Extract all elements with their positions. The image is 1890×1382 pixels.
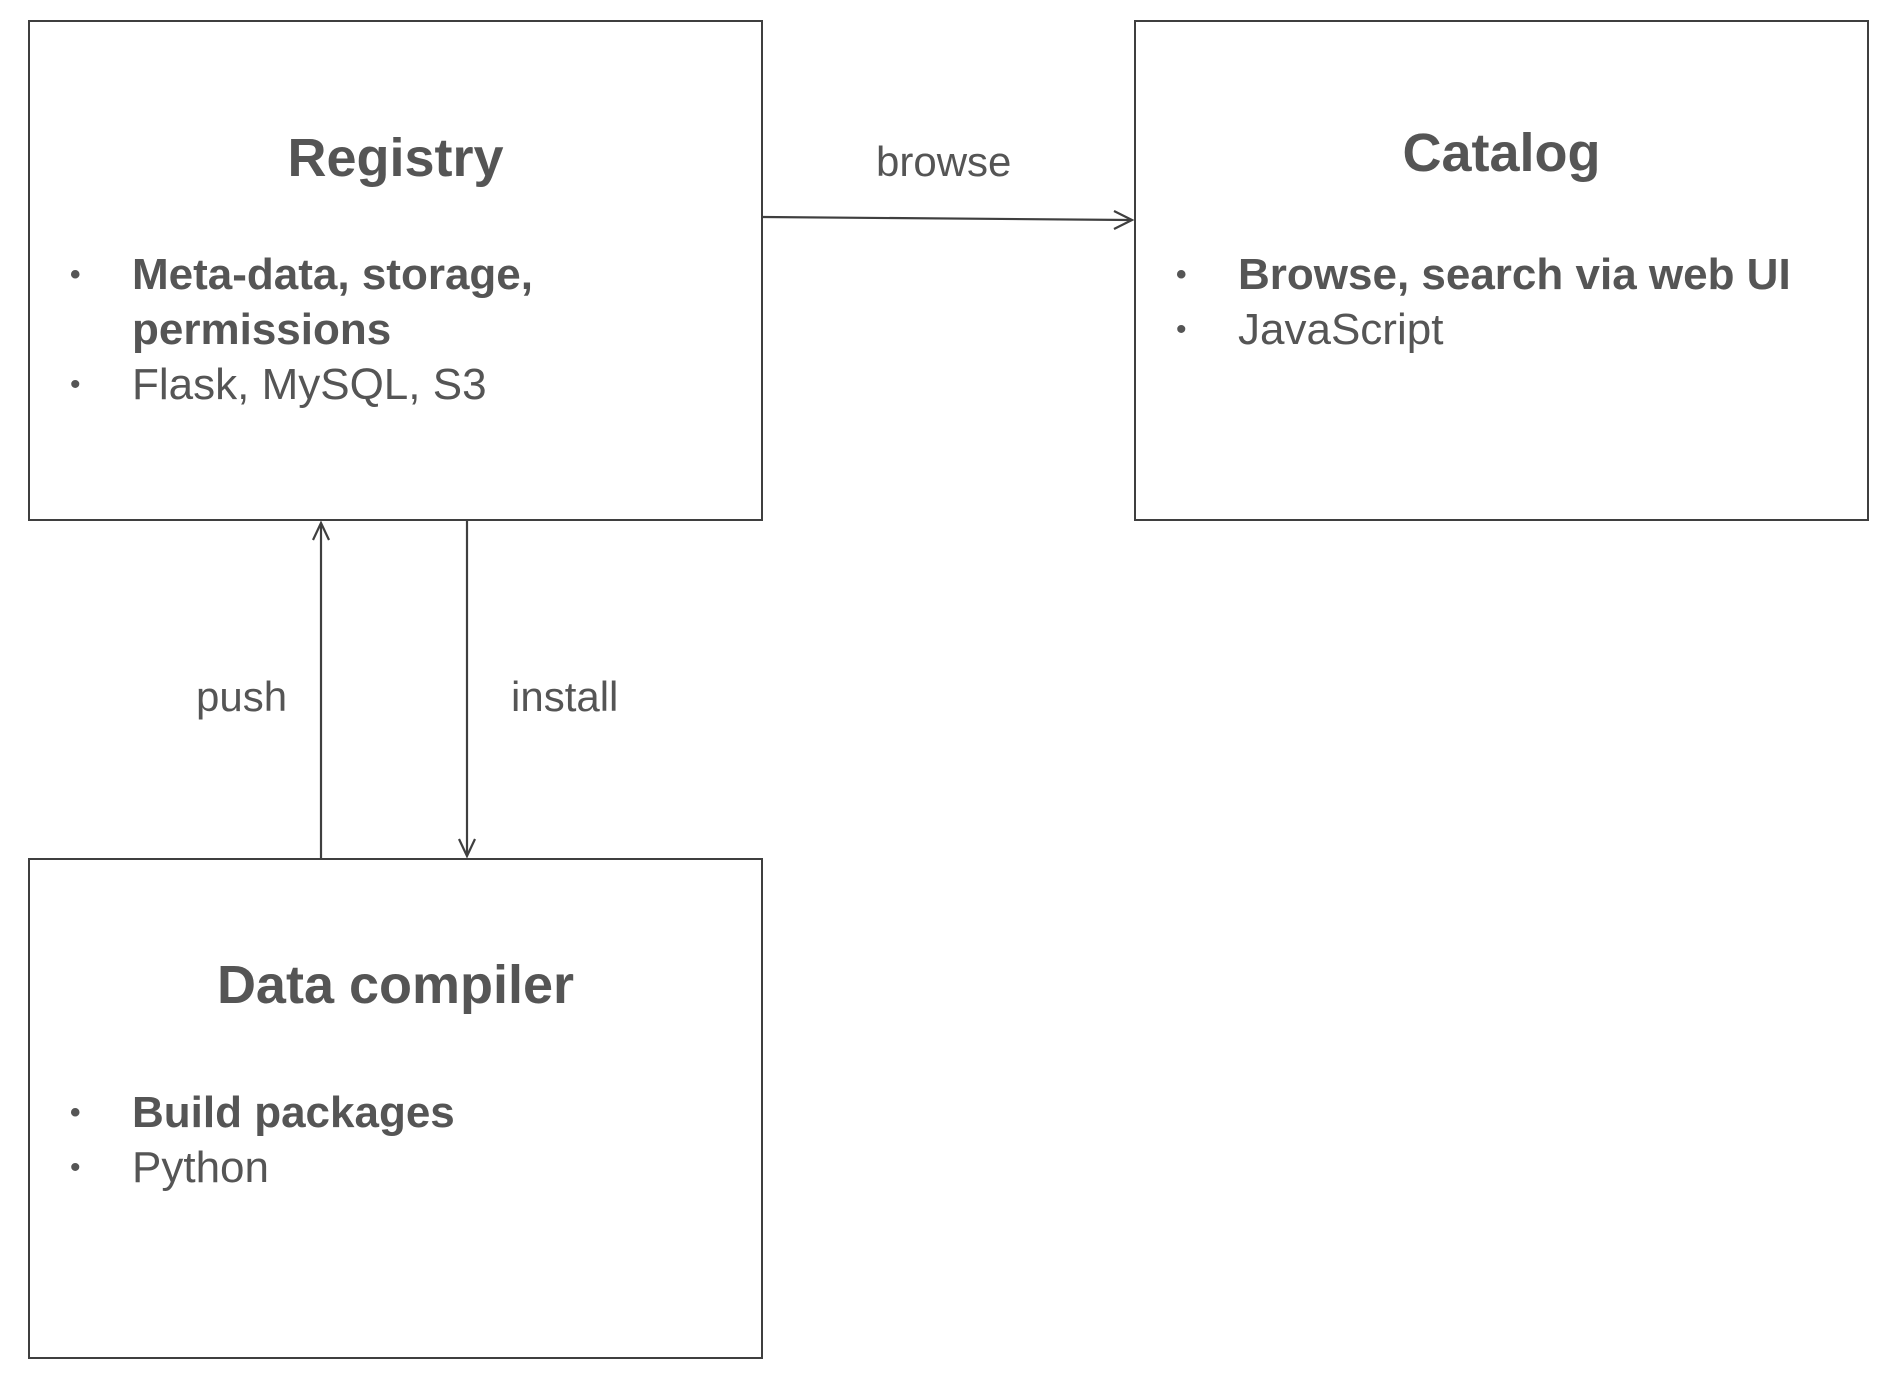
catalog-bullet-secondary: • JavaScript bbox=[1136, 302, 1867, 357]
push-arrow-head bbox=[312, 520, 330, 541]
data-compiler-node: Data compiler • Build packages • Python bbox=[28, 858, 763, 1359]
catalog-bullet-primary: • Browse, search via web UI bbox=[1136, 247, 1867, 302]
data-compiler-bullet-secondary-text: Python bbox=[132, 1143, 269, 1192]
browse-arrow-line bbox=[762, 215, 1131, 222]
push-edge-label: push bbox=[196, 673, 288, 720]
registry-bullet-secondary: • Flask, MySQL, S3 bbox=[30, 357, 761, 412]
bullet-dot-icon: • bbox=[70, 258, 81, 291]
bullet-dot-icon: • bbox=[70, 1096, 81, 1129]
data-compiler-bullet-primary: • Build packages bbox=[30, 1085, 761, 1140]
data-compiler-bullet-secondary: • Python bbox=[30, 1140, 761, 1195]
bullet-dot-icon: • bbox=[70, 1151, 81, 1184]
catalog-bullet-primary-text: Browse, search via web UI bbox=[1238, 250, 1791, 299]
registry-bullet-primary-text: Meta-data, storage, permissions bbox=[132, 250, 533, 354]
data-compiler-bullet-list: • Build packages • Python bbox=[30, 1085, 761, 1195]
bullet-dot-icon: • bbox=[1176, 313, 1187, 346]
catalog-bullet-list: • Browse, search via web UI • JavaScript bbox=[1136, 247, 1867, 357]
edge-install bbox=[458, 521, 476, 859]
edge-browse bbox=[762, 210, 1135, 230]
browse-arrow-head bbox=[1113, 210, 1135, 230]
registry-bullet-list: • Meta-data, storage, permissions • Flas… bbox=[30, 247, 761, 412]
registry-title: Registry bbox=[287, 128, 504, 188]
catalog-bullet-secondary-text: JavaScript bbox=[1238, 305, 1444, 354]
browse-edge-label: browse bbox=[876, 138, 1012, 185]
registry-bullet-secondary-text: Flask, MySQL, S3 bbox=[132, 360, 487, 409]
edge-push bbox=[312, 520, 330, 858]
registry-bullet-primary: • Meta-data, storage, permissions bbox=[30, 247, 761, 357]
bullet-dot-icon: • bbox=[70, 368, 81, 401]
catalog-node: Catalog • Browse, search via web UI • Ja… bbox=[1134, 20, 1869, 521]
catalog-title: Catalog bbox=[1402, 123, 1601, 183]
data-compiler-title: Data compiler bbox=[216, 955, 575, 1015]
registry-node: Registry • Meta-data, storage, permissio… bbox=[28, 20, 763, 521]
bullet-dot-icon: • bbox=[1176, 258, 1187, 291]
data-compiler-bullet-primary-text: Build packages bbox=[132, 1088, 455, 1137]
install-arrow-head bbox=[458, 838, 476, 859]
install-edge-label: install bbox=[511, 673, 619, 720]
